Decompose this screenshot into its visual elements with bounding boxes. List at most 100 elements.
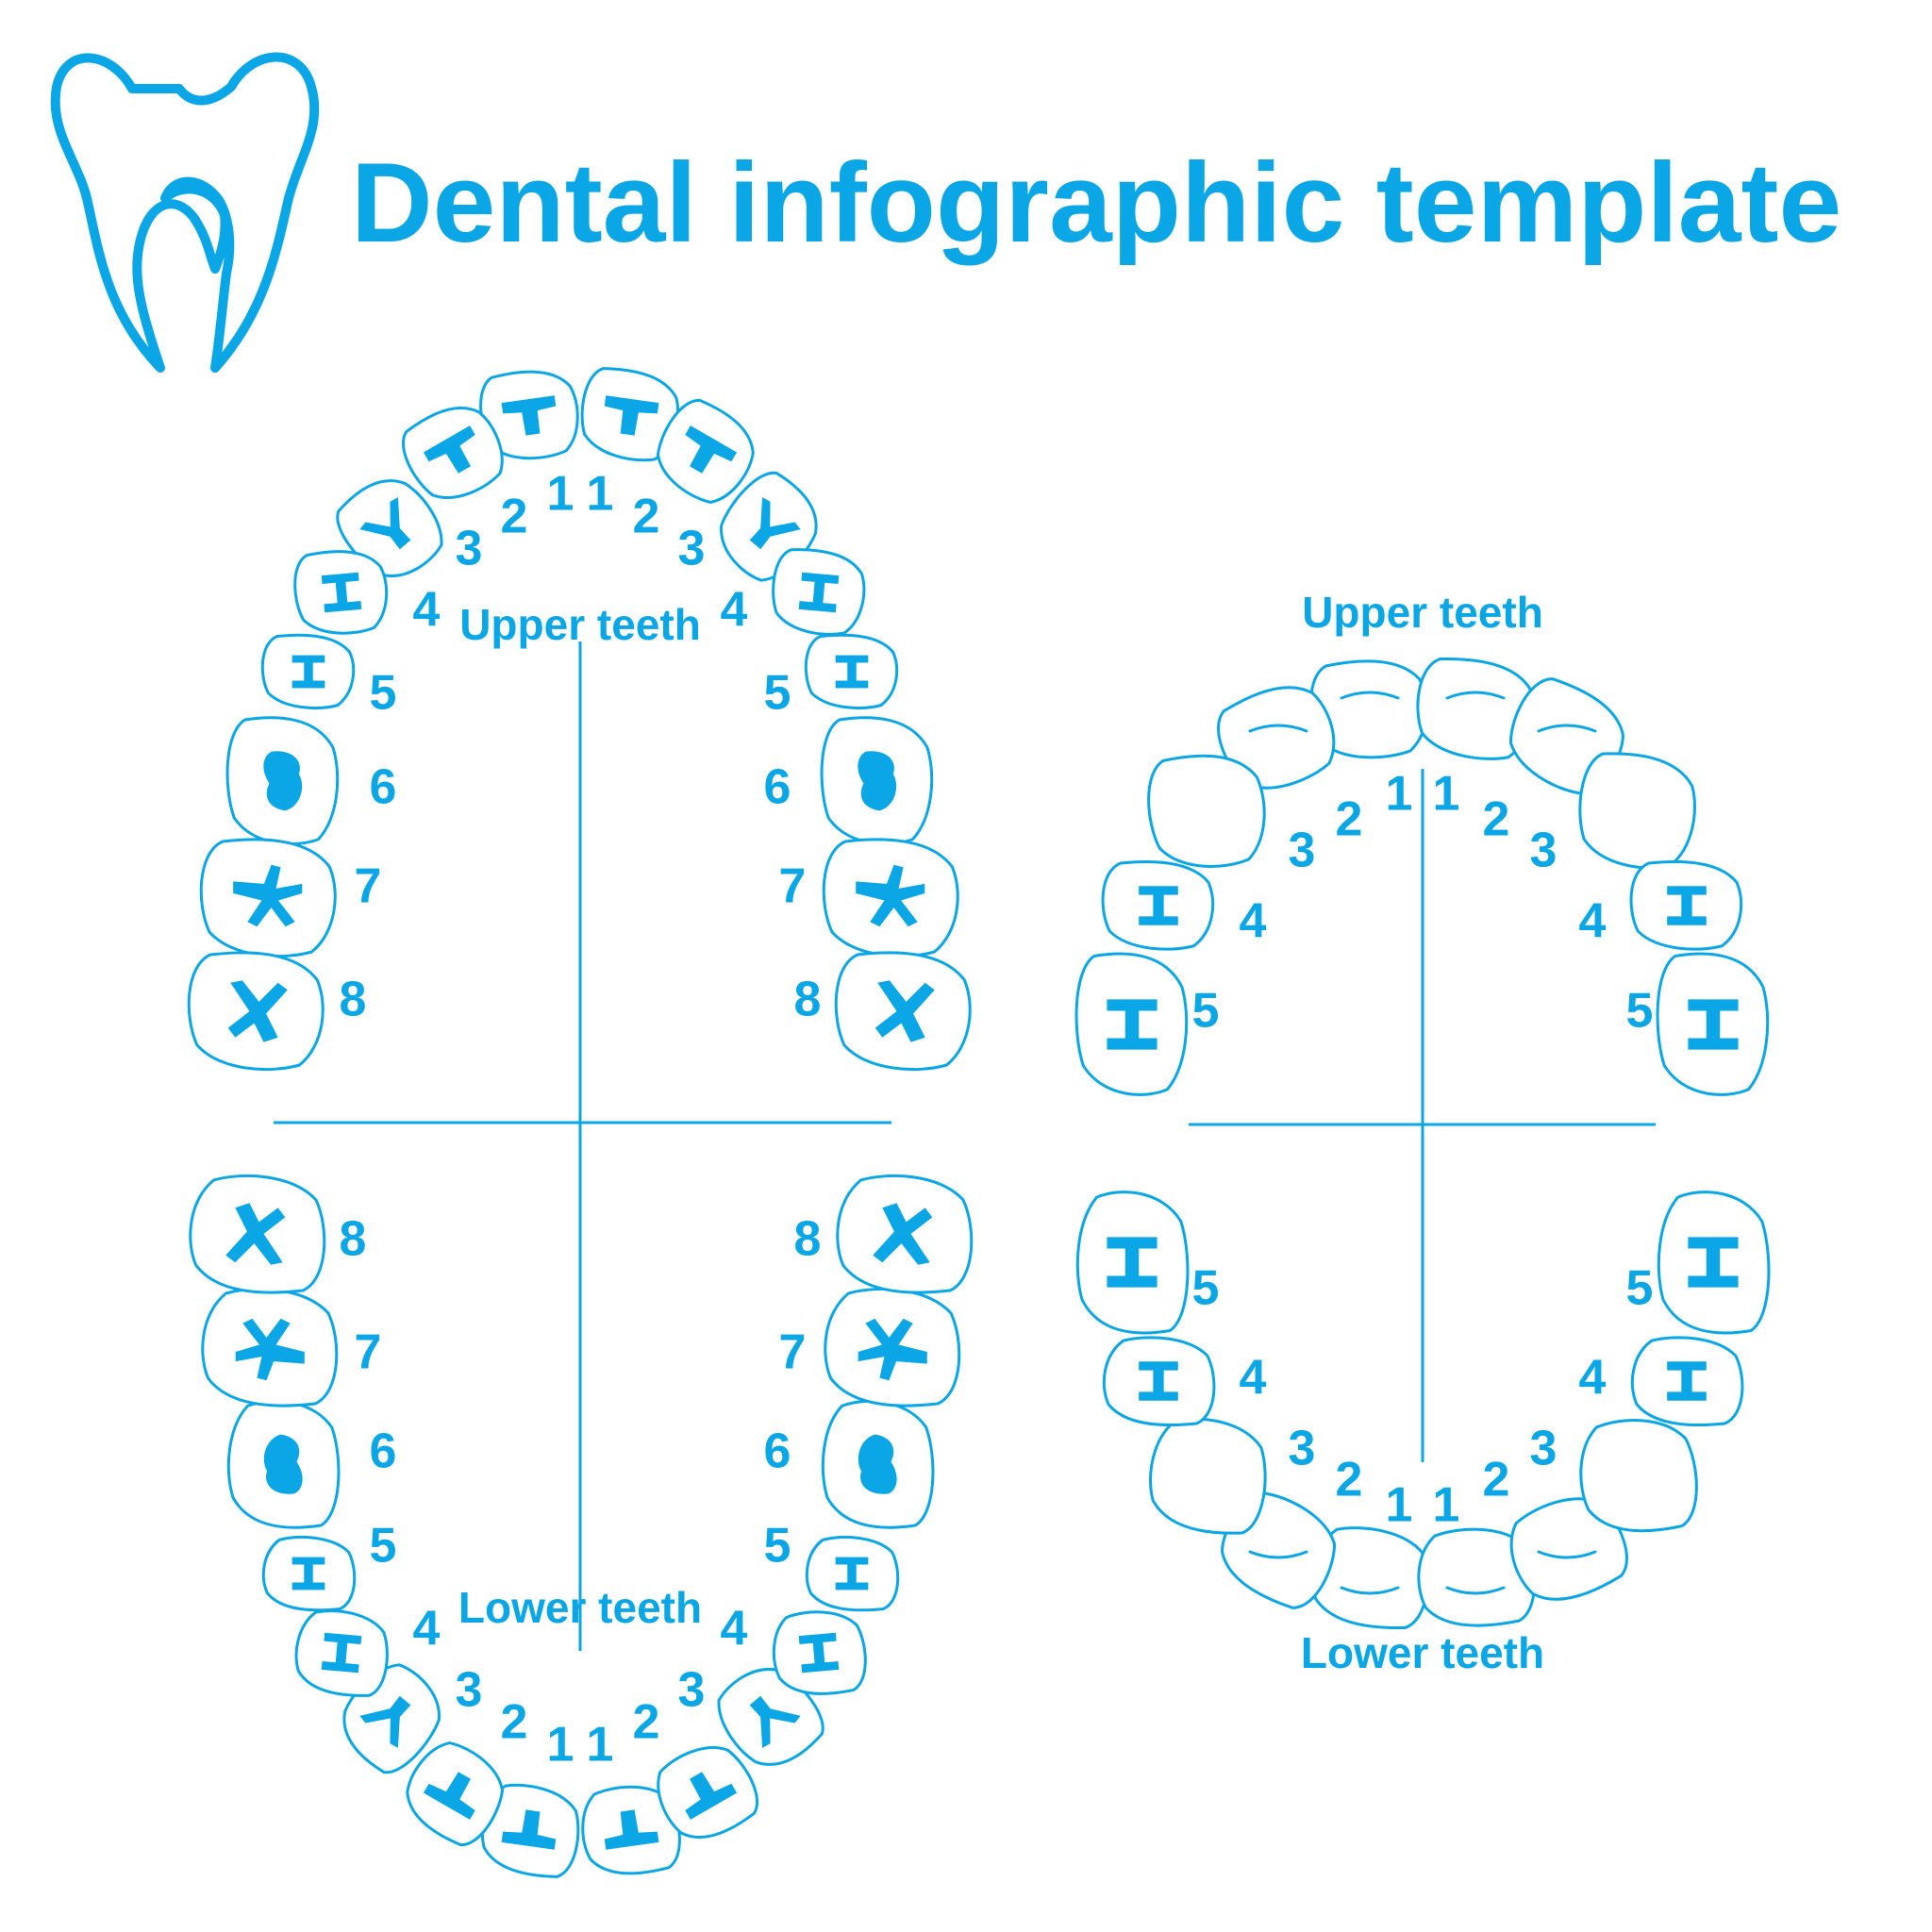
adult-lower-left-number-2: 2	[501, 1695, 528, 1750]
adult-lower-right-number-4: 4	[721, 1602, 748, 1657]
child-lower-right-number-2: 2	[1483, 1453, 1510, 1507]
tooth-pulp	[798, 1632, 840, 1674]
tooth-pulp	[873, 1203, 933, 1265]
adult-upper-left-number-5: 5	[370, 666, 397, 721]
tooth-pulp	[1688, 999, 1739, 1050]
tooth-pulp	[359, 1695, 411, 1748]
tooth-pulp	[263, 751, 303, 811]
tooth-pulp	[749, 497, 801, 550]
child-lower-left-number-5: 5	[1192, 1261, 1220, 1316]
adult-lower-left-tooth-8	[189, 1174, 326, 1294]
child-lower-right-number-1: 1	[1433, 1478, 1460, 1533]
adult-lower-right-tooth-4	[772, 1610, 867, 1695]
tooth-pulp	[501, 395, 557, 436]
adult-upper-left-tooth-2	[401, 407, 504, 499]
adult-teeth	[187, 367, 974, 1878]
tooth-pulp	[423, 425, 475, 474]
incisor-edge-mark	[1445, 691, 1506, 700]
adult-lower-right-number-8: 8	[794, 1212, 822, 1267]
child-upper-right-tooth-1	[1416, 657, 1534, 760]
adult-upper-right-number-2: 2	[633, 490, 660, 544]
child-lower-left-tooth-5	[1075, 1191, 1190, 1335]
adult-lower-right-number-3: 3	[678, 1663, 706, 1718]
adult-lower-right-number-5: 5	[764, 1519, 791, 1574]
tooth-outline	[1149, 1417, 1267, 1535]
child-lower-right-tooth-4	[1630, 1336, 1744, 1427]
adult-lower-right-tooth-7	[824, 1287, 961, 1407]
child-upper-left-tooth-3	[1147, 754, 1266, 868]
tooth-pulp	[685, 425, 738, 474]
adult-lower-right-tooth-8	[836, 1174, 974, 1294]
incisor-edge-mark	[1537, 724, 1597, 733]
child-upper-right-number-3: 3	[1530, 824, 1557, 878]
tooth-outline	[1578, 752, 1696, 870]
child-upper-left-number-5: 5	[1192, 984, 1220, 1039]
child-upper-left-number-4: 4	[1240, 894, 1267, 949]
adult-lower-left-number-5: 5	[370, 1519, 397, 1574]
tooth-pulp	[263, 1434, 303, 1494]
child-lower-left-number-3: 3	[1289, 1422, 1316, 1476]
child-lower-right-tooth-3	[1579, 1419, 1698, 1533]
adult-lower-left-number-4: 4	[413, 1602, 441, 1657]
child-upper-teeth-label: Upper teeth	[1302, 588, 1543, 637]
tooth-icon	[50, 52, 320, 373]
incisor-edge-mark	[1340, 691, 1400, 700]
adult-upper-left-number-1: 1	[547, 467, 575, 522]
tooth-pulp	[233, 864, 303, 927]
adult-upper-right-tooth-6	[820, 716, 934, 846]
child-lower-right-number-3: 3	[1530, 1422, 1557, 1476]
child-lower-teeth-label: Lower teeth	[1301, 1628, 1544, 1677]
adult-upper-left-number-3: 3	[456, 522, 483, 576]
incisor-edge-mark	[1537, 1550, 1597, 1559]
adult-lower-left-tooth-2	[406, 1741, 505, 1847]
tooth-pulp	[1667, 886, 1707, 925]
adult-upper-right-number-4: 4	[721, 583, 748, 638]
adult-lower-right-tooth-5	[805, 1536, 900, 1612]
tooth-outline	[1416, 657, 1534, 760]
tooth-outline	[1579, 1419, 1698, 1533]
adult-lower-left-number-8: 8	[340, 1212, 367, 1267]
adult-lower-left-tooth-5	[261, 1536, 357, 1612]
tooth-pulp	[858, 1318, 927, 1381]
incisor-edge-mark	[1445, 1586, 1506, 1595]
child-upper-right-number-5: 5	[1626, 984, 1654, 1039]
adult-upper-right-tooth-1	[580, 367, 680, 462]
adult-upper-right-number-1: 1	[587, 467, 614, 522]
child-teeth	[1074, 657, 1771, 1630]
adult-lower-left-number-3: 3	[456, 1663, 483, 1718]
adult-lower-right-number-2: 2	[633, 1695, 660, 1750]
adult-lower-teeth-label: Lower teeth	[458, 1583, 702, 1632]
tooth-pulp	[225, 1203, 286, 1265]
adult-upper-left-tooth-5	[260, 633, 356, 709]
tooth-pulp	[749, 1695, 801, 1748]
tooth-pulp	[359, 497, 411, 550]
child-upper-right-number-4: 4	[1579, 894, 1607, 949]
adult-lower-left-number-7: 7	[355, 1325, 382, 1380]
adult-lower-left-tooth-1	[480, 1783, 580, 1878]
tooth-pulp	[604, 395, 659, 436]
adult-lower-right-tooth-6	[821, 1399, 935, 1529]
tooth-pulp	[235, 1318, 305, 1381]
adult-upper-right-tooth-4	[772, 548, 866, 636]
tooth-pulp	[501, 1809, 557, 1850]
adult-lower-left-number-6: 6	[370, 1424, 397, 1479]
child-upper-left-tooth-5	[1074, 952, 1189, 1096]
adult-upper-left-number-7: 7	[355, 859, 382, 914]
child-lower-right-number-5: 5	[1626, 1261, 1654, 1316]
adult-lower-left-tooth-7	[201, 1287, 339, 1407]
child-lower-left-number-4: 4	[1240, 1351, 1267, 1406]
tooth-pulp	[604, 1809, 659, 1850]
adult-upper-right-tooth-2	[656, 398, 755, 504]
adult-upper-left-number-8: 8	[340, 973, 367, 1027]
tooth-pulp	[874, 980, 935, 1042]
tooth-pulp	[856, 864, 925, 927]
adult-upper-left-number-4: 4	[413, 583, 441, 638]
child-upper-right-number-1: 1	[1433, 767, 1460, 822]
adult-upper-left-tooth-4	[293, 550, 389, 635]
child-lower-right-tooth-5	[1657, 1191, 1771, 1335]
adult-lower-right-number-6: 6	[764, 1424, 791, 1479]
child-upper-left-number-2: 2	[1336, 792, 1363, 847]
